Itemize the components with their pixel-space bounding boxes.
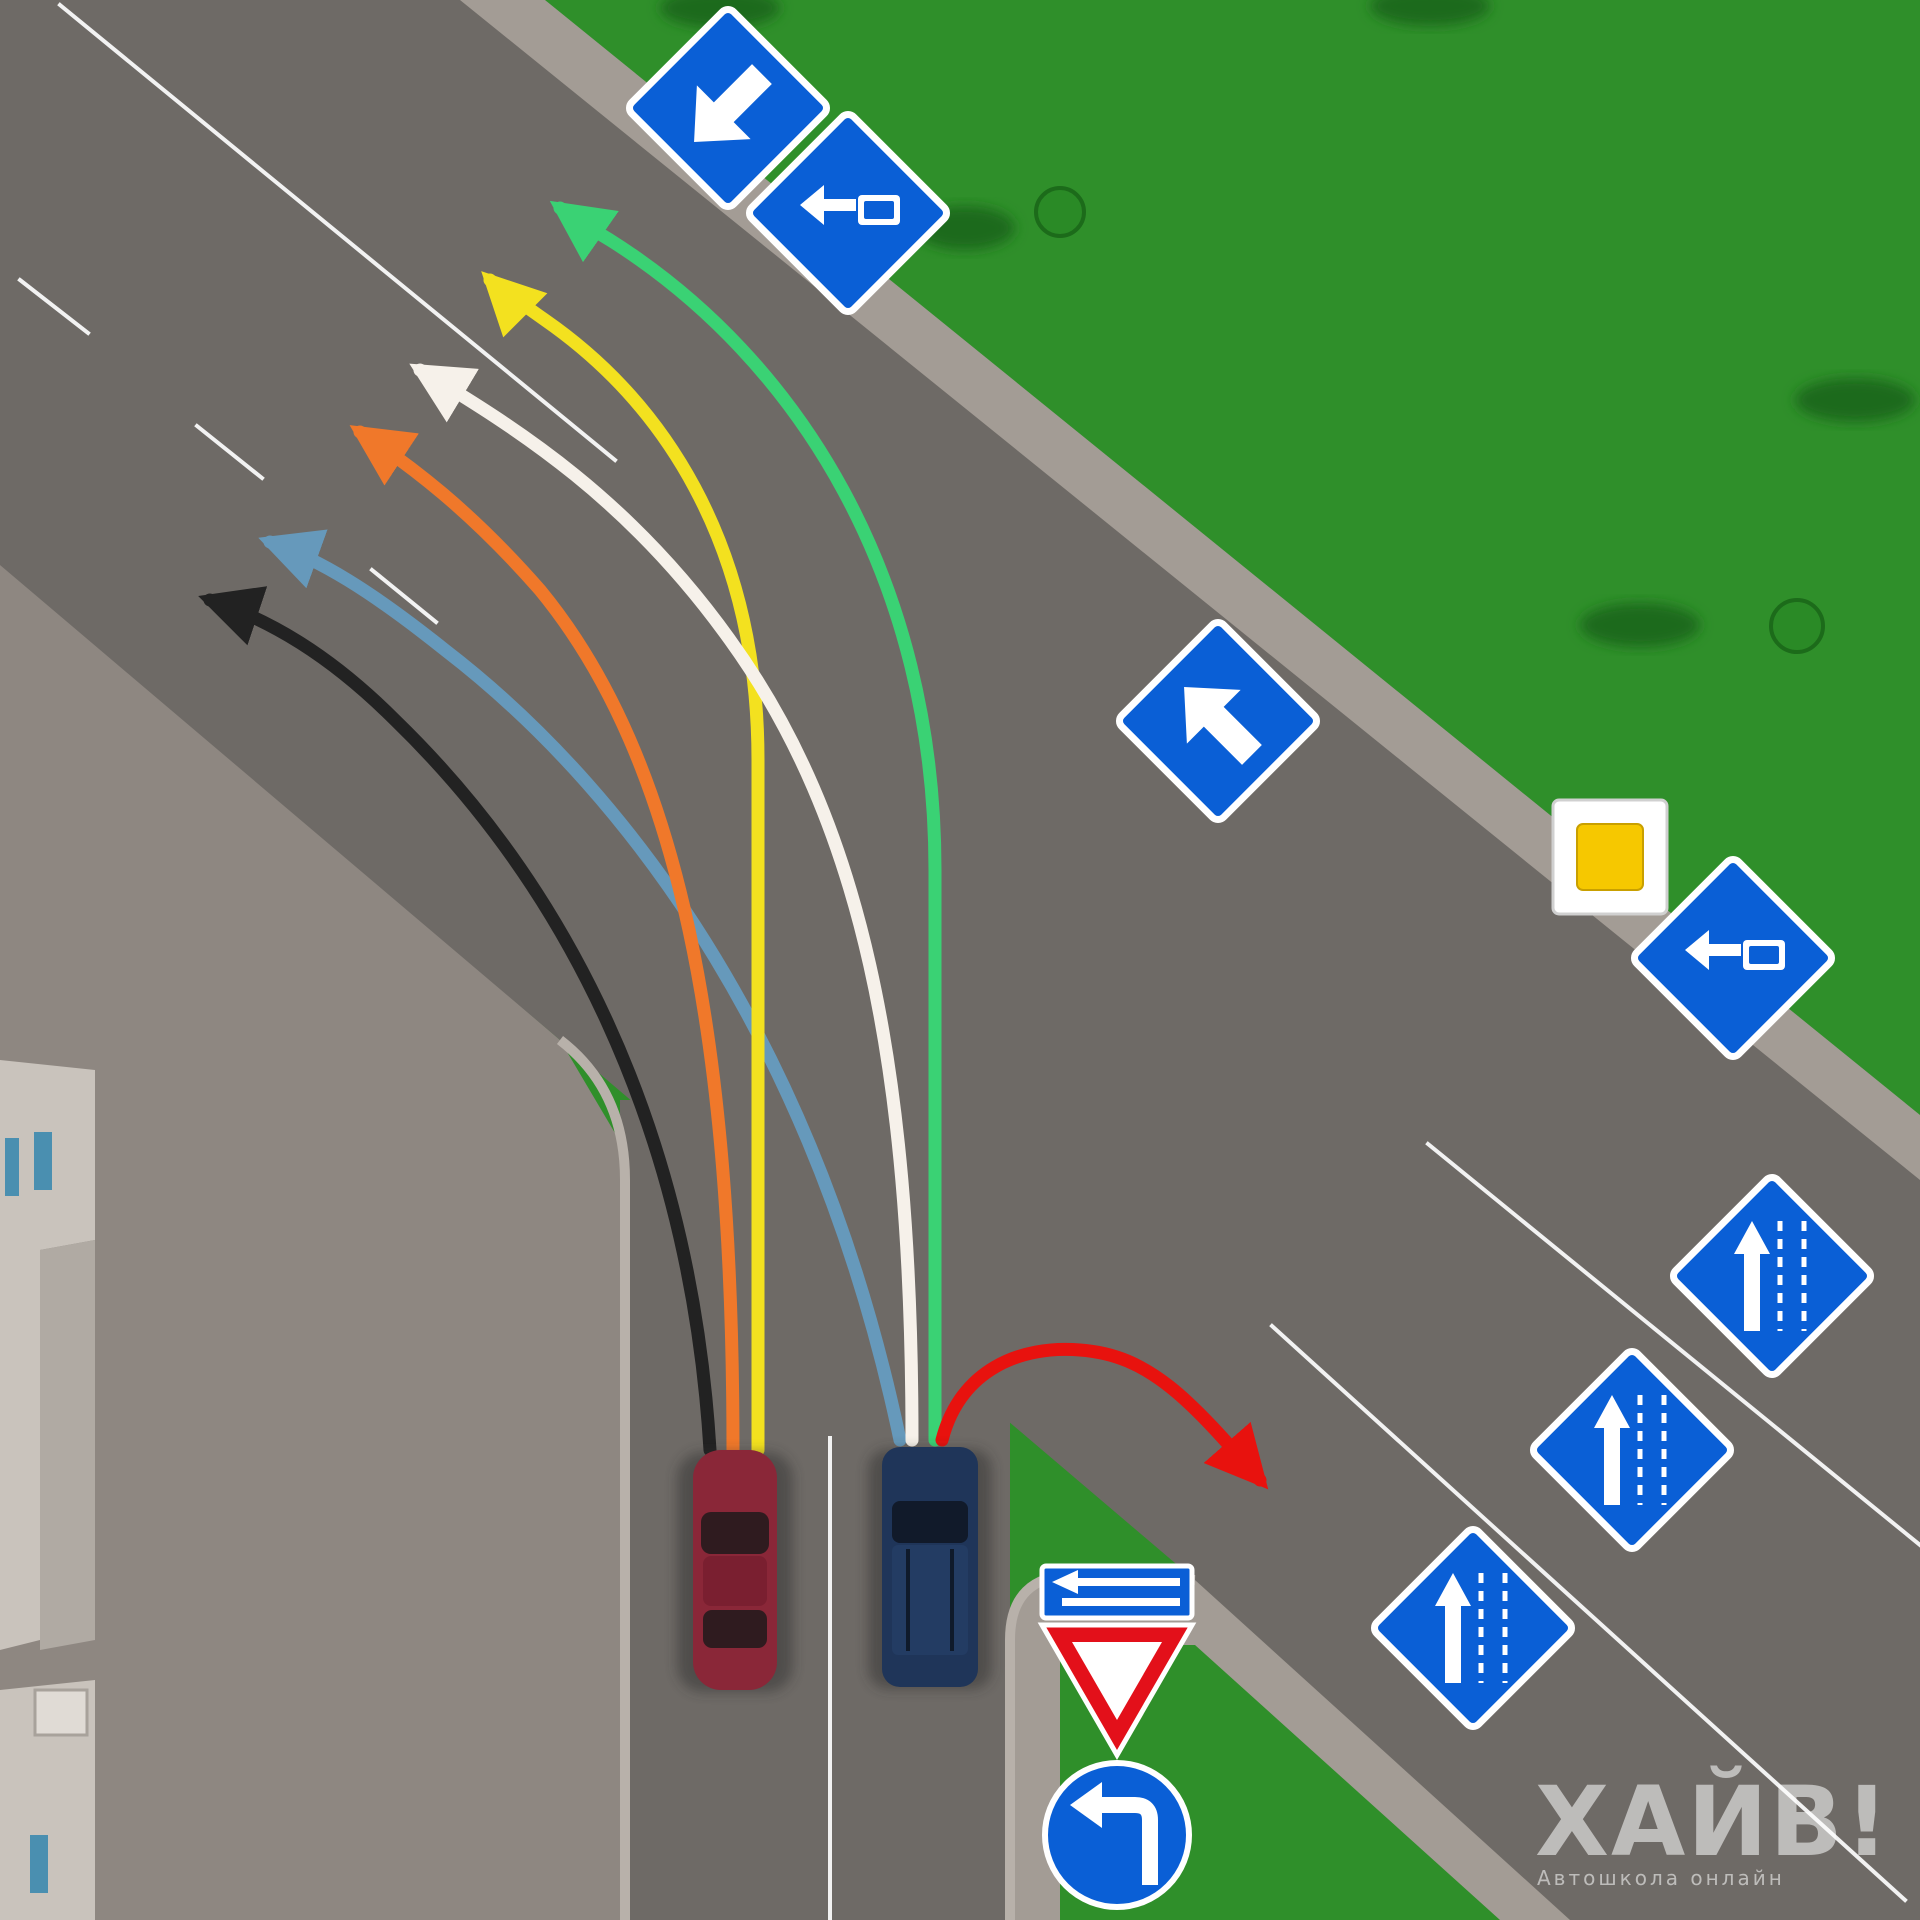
main-road-direction-icon	[1052, 1570, 1180, 1606]
lane-line	[369, 567, 439, 625]
arrow-straight-icon	[694, 64, 772, 142]
tree-shadow	[1580, 603, 1700, 647]
sign-plate	[1042, 1760, 1192, 1910]
car-rear-window	[703, 1610, 767, 1648]
watermark: ХАЙВ! Автошкола онлайн	[1535, 1765, 1891, 1890]
route-orange	[349, 425, 740, 1457]
car-roof	[892, 1545, 968, 1655]
bus-lane-icon	[1685, 930, 1785, 970]
route-black	[198, 586, 717, 1457]
building-window	[30, 1835, 48, 1893]
red-car	[677, 1450, 793, 1692]
route-arrows	[198, 200, 1269, 1490]
route-green	[549, 200, 942, 1447]
sign-one-way-straight-1	[625, 5, 831, 211]
sign-plate	[745, 110, 951, 316]
building-window	[34, 1132, 52, 1190]
tree-shadow	[1795, 378, 1915, 422]
watermark-subtitle: Автошкола онлайн	[1537, 1866, 1785, 1890]
lane-line	[57, 2, 618, 463]
sign-bus-lane-2	[1630, 855, 1836, 1061]
car-roof	[703, 1556, 767, 1606]
sign-turn-left-only	[1042, 1760, 1192, 1910]
route-red	[935, 1342, 1269, 1490]
watermark-brand: ХАЙВ!	[1535, 1765, 1891, 1878]
building-lower	[0, 1680, 95, 1920]
sign-yield	[1037, 1622, 1197, 1761]
sign-lanes-2	[1529, 1347, 1735, 1553]
sign-lanes-1	[1669, 1173, 1875, 1379]
sign-plate	[1529, 1347, 1735, 1553]
building-window	[5, 1138, 19, 1196]
tree	[1034, 186, 1086, 238]
building-vent	[33, 1688, 89, 1737]
lane-markings	[17, 2, 1920, 1920]
lane-line	[17, 277, 91, 336]
sign-priority-road	[1551, 798, 1669, 916]
arrow-straight-icon	[1184, 687, 1262, 765]
sign-plate	[1039, 1563, 1195, 1621]
sign-one-way-straight-2	[1115, 618, 1321, 824]
lane-direction-icon	[1435, 1573, 1508, 1683]
car-windshield	[892, 1501, 968, 1543]
corner-curb-left	[556, 1036, 630, 1920]
bus-lane-icon	[800, 185, 900, 225]
sign-plate	[1669, 1173, 1875, 1379]
building	[0, 1060, 95, 1920]
tree-shadow	[1370, 0, 1490, 26]
sign-bus-lane-1	[745, 110, 951, 316]
lane-direction-icon	[1594, 1395, 1667, 1505]
turn-left-icon	[1070, 1782, 1158, 1885]
priority-road-icon	[1576, 823, 1644, 891]
sidewalk-left-block	[0, 560, 625, 1920]
tree	[1769, 598, 1825, 654]
lane-line	[194, 423, 265, 481]
car-windshield	[701, 1512, 769, 1554]
trees	[660, 0, 1915, 654]
route-yellow	[481, 271, 765, 1457]
sign-direction-main-road	[1039, 1563, 1195, 1621]
blue-car	[868, 1447, 992, 1689]
lane-direction-icon	[1734, 1221, 1807, 1331]
route-blue	[258, 529, 907, 1447]
route-white	[409, 363, 919, 1447]
lane-line	[1269, 1323, 1908, 1903]
sign-lanes-3	[1370, 1525, 1576, 1731]
sign-plate	[1630, 855, 1836, 1061]
building-facade	[40, 1240, 95, 1650]
yield-inner	[1072, 1642, 1162, 1720]
building-roof	[0, 1060, 95, 1650]
lane-line	[1425, 1141, 1920, 1548]
sign-plate	[1370, 1525, 1576, 1731]
